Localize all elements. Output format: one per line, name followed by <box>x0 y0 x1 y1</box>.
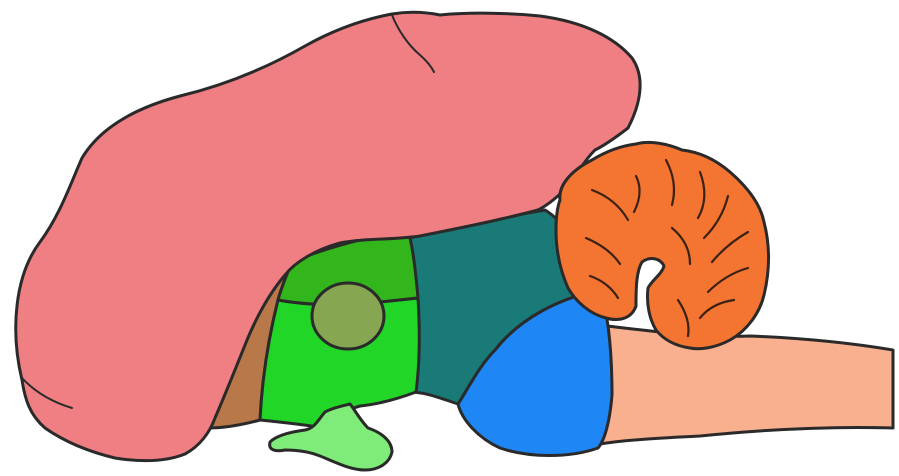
thalamic-nucleus-region <box>312 283 384 349</box>
brainstem-medulla-region <box>575 322 893 444</box>
